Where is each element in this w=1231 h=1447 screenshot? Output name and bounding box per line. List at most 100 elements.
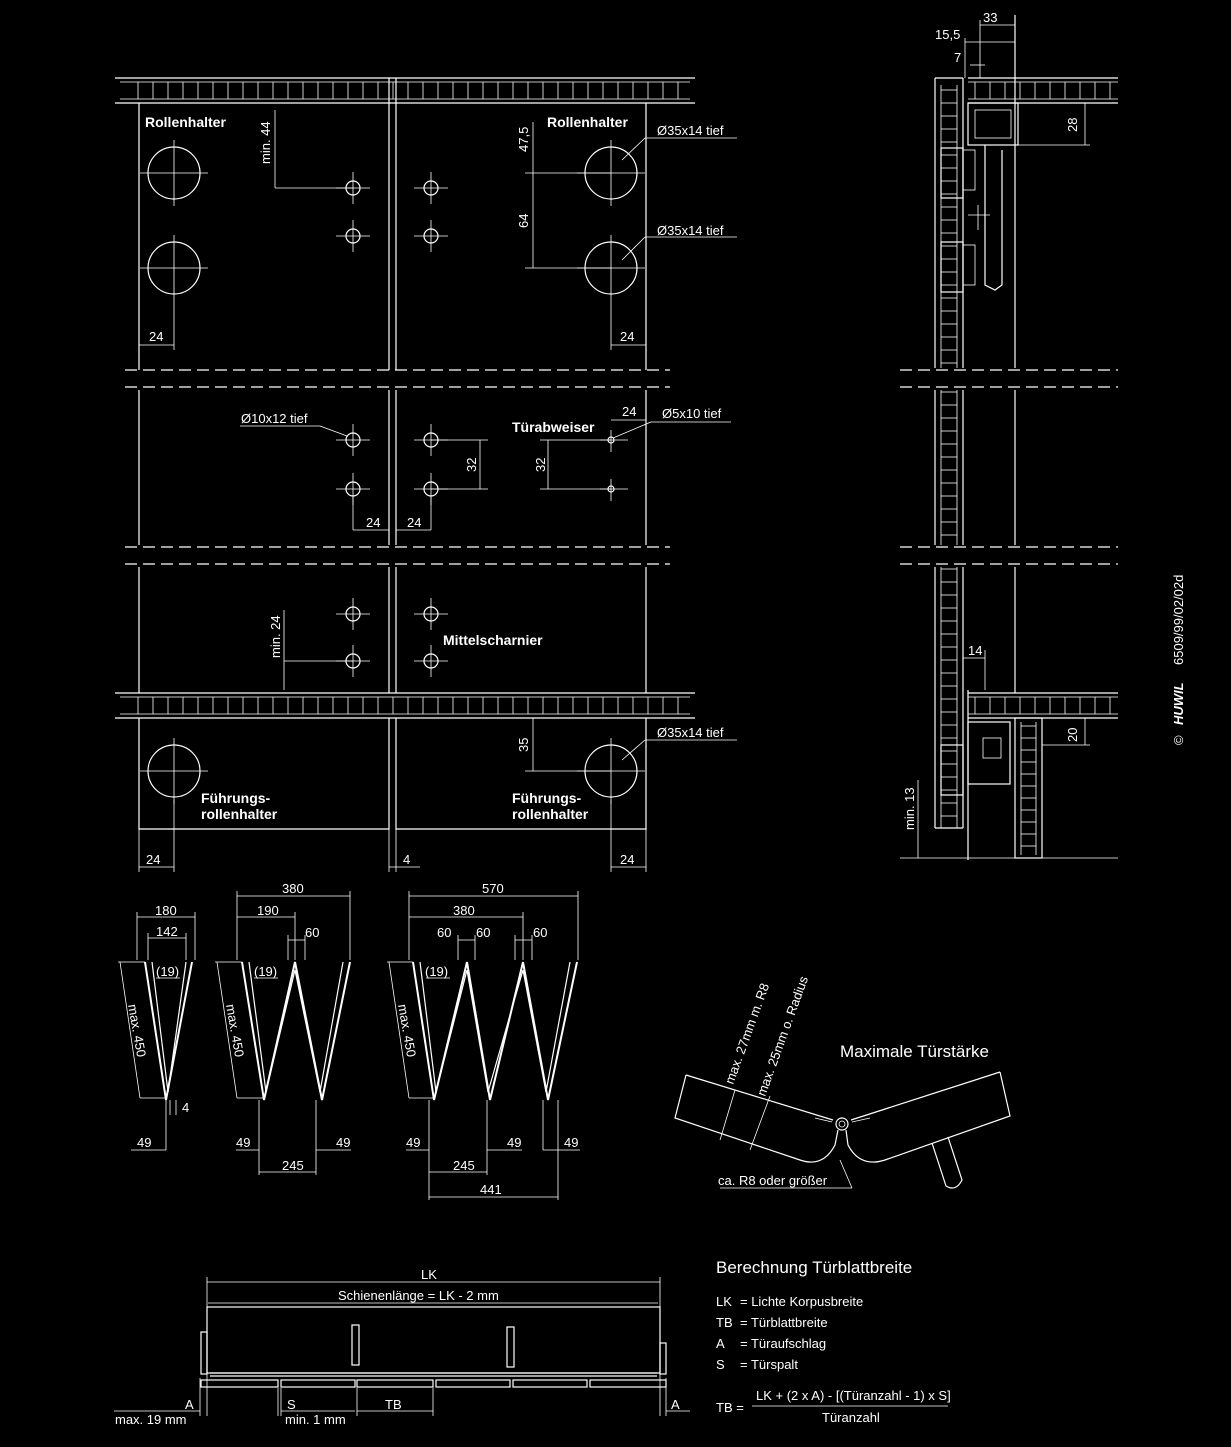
rail-a-right: A <box>671 1397 680 1412</box>
label-fuehrung-right-2: rollenhalter <box>512 806 589 822</box>
fold2-w0: 380 <box>282 881 304 896</box>
label-rollenhalter-left: Rollenhalter <box>145 114 226 130</box>
front-dimension-lines <box>138 110 737 872</box>
legend-val-lk: = Lichte Korpusbreite <box>740 1294 863 1309</box>
label-hole-c: Ø35x14 tief <box>657 725 724 740</box>
fold3-b3: 49 <box>564 1135 578 1150</box>
side-view <box>900 15 1118 860</box>
door-segment <box>280 1379 356 1388</box>
dim-min24: min. 24 <box>268 615 283 658</box>
dim-32-b: 32 <box>533 458 548 472</box>
door-segment <box>589 1379 667 1388</box>
calc-legend: LK = Lichte Korpusbreite TB = Türblattbr… <box>716 1294 863 1372</box>
rail-min1: min. 1 mm <box>285 1412 346 1427</box>
door-segment <box>512 1379 588 1388</box>
top-rail-profile <box>115 77 695 104</box>
dim-24-bottom-right: 24 <box>620 852 634 867</box>
label-fuehrung-left-1: Führungs- <box>201 790 271 806</box>
fold2-r: (19) <box>254 964 277 979</box>
fold1-w1: 180 <box>155 903 177 918</box>
dim-7: 7 <box>954 50 961 65</box>
rail-lk: LK <box>421 1267 437 1282</box>
fold3-w0: 570 <box>482 881 504 896</box>
legend-val-tb: = Türblattbreite <box>740 1315 828 1330</box>
legend-val-a: = Türaufschlag <box>740 1336 826 1351</box>
legend-key-a: A <box>716 1336 725 1351</box>
label-fuehrung-right-1: Führungs- <box>512 790 582 806</box>
door-segment <box>200 1379 279 1388</box>
label-tuerabweiser: Türabweiser <box>512 419 595 435</box>
door-thickness-diagram <box>674 1071 1011 1189</box>
dim-4: 4 <box>403 852 410 867</box>
dim-28: 28 <box>1065 118 1080 132</box>
rail-s: S <box>287 1397 296 1412</box>
fold1-h: max. 450 <box>125 1003 149 1058</box>
side-dimension-lines <box>917 20 1090 858</box>
label-mittelscharnier: Mittelscharnier <box>443 632 543 648</box>
fold3-w3: 60 <box>476 925 490 940</box>
dim-24-top-right: 24 <box>620 329 634 344</box>
dim-20: 20 <box>1065 728 1080 742</box>
dim-14: 14 <box>968 643 982 658</box>
fold3-r: (19) <box>425 964 448 979</box>
dim-24-bottom-left: 24 <box>146 852 160 867</box>
calc-numerator: LK + (2 x A) - [(Türanzahl - 1) x S] <box>756 1388 951 1403</box>
dim-35: 35 <box>516 738 531 752</box>
fold2-w2: 60 <box>305 925 319 940</box>
copyright-block: © HUWIL 6509/99/02/02d <box>1171 575 1186 745</box>
fold3-h: max. 450 <box>395 1003 419 1058</box>
legend-key-tb: TB <box>716 1315 733 1330</box>
dim-32-a: 32 <box>464 458 479 472</box>
fold-diagram-3 <box>387 891 580 1200</box>
door-panels <box>125 78 670 830</box>
huwil-logo: HUWIL <box>1171 682 1186 725</box>
copyright-symbol: © <box>1171 735 1186 745</box>
fold3-b5: 441 <box>480 1182 502 1197</box>
rail-a-left: A <box>185 1397 194 1412</box>
dim-33: 33 <box>983 10 997 25</box>
fold1-g: 4 <box>182 1100 189 1115</box>
label-hole-a: Ø35x14 tief <box>657 123 724 138</box>
legend-key-s: S <box>716 1357 725 1372</box>
copyright-code: 6509/99/02/02d <box>1171 575 1186 665</box>
fold3-b1: 49 <box>406 1135 420 1150</box>
fold-diagram-2 <box>215 891 351 1175</box>
fold2-h: max. 450 <box>223 1003 247 1058</box>
fold2-w1: 190 <box>257 903 279 918</box>
fold1-w2: 142 <box>156 924 178 939</box>
dim-24-mid-b: 24 <box>407 515 421 530</box>
dim-15-5: 15,5 <box>935 27 960 42</box>
dim-min44: min. 44 <box>258 121 273 164</box>
door-segment <box>435 1379 511 1388</box>
fold3-w4: 60 <box>533 925 547 940</box>
calc-denominator: Türanzahl <box>822 1410 880 1425</box>
large-holes <box>140 140 645 804</box>
rail-diagram <box>114 1277 690 1416</box>
fold3-w2: 60 <box>437 925 451 940</box>
dim-64: 64 <box>516 214 531 228</box>
dim-24-mid-a: 24 <box>366 515 380 530</box>
label-hole-b: Ø35x14 tief <box>657 223 724 238</box>
fold1-b: 49 <box>137 1135 151 1150</box>
label-rollenhalter-right: Rollenhalter <box>547 114 628 130</box>
mid-rail-profile <box>115 692 695 719</box>
thickness-title: Maximale Türstärke <box>840 1042 989 1061</box>
fold2-b3: 245 <box>282 1158 304 1173</box>
fold2-b1: 49 <box>236 1135 250 1150</box>
dim-24-abweiser: 24 <box>622 404 636 419</box>
legend-val-s: = Türspalt <box>740 1357 798 1372</box>
dim-47-5: 47,5 <box>516 127 531 152</box>
door-segment <box>356 1379 434 1388</box>
dim-min13: min. 13 <box>902 787 917 830</box>
fold3-w1: 380 <box>453 903 475 918</box>
label-hole5: Ø5x10 tief <box>662 406 722 421</box>
label-hole10: Ø10x12 tief <box>241 411 308 426</box>
rail-tb: TB <box>385 1397 402 1412</box>
thickness-radius: ca. R8 oder größer <box>718 1173 828 1188</box>
calc-tb-eq: TB = <box>716 1400 744 1415</box>
legend-key-lk: LK <box>716 1294 732 1309</box>
calc-title: Berechnung Türblattbreite <box>716 1258 912 1277</box>
rail-max19: max. 19 mm <box>115 1412 187 1427</box>
fold1-r: (19) <box>156 964 179 979</box>
fold3-b2: 49 <box>507 1135 521 1150</box>
